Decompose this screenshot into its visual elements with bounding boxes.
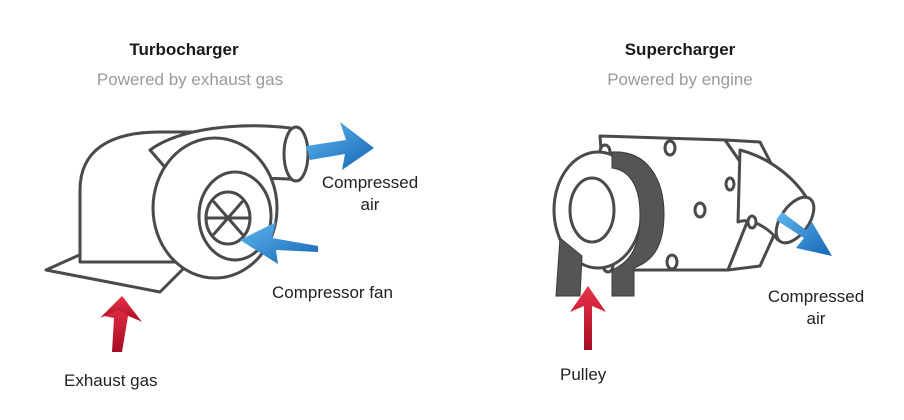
- compressor-fan-arrow: [240, 222, 318, 264]
- super-compressed-air-line2: air: [806, 309, 826, 328]
- pulley-arrow: [570, 286, 606, 350]
- turbo-compressed-air-arrow: [306, 122, 374, 170]
- pulley-label: Pulley: [560, 365, 607, 384]
- super-compressed-air-line1: Compressed: [767, 287, 865, 306]
- supercharger-title: Supercharger: [624, 40, 736, 59]
- super-outlet-rim: [774, 195, 816, 245]
- turbo-compressed-air-line1: Compressed: [321, 173, 419, 192]
- supercharger-subtitle: Powered by engine: [607, 70, 753, 89]
- turbo-compressed-air-line2: air: [360, 195, 380, 214]
- super-compressed-air-arrow: [776, 212, 832, 256]
- exhaust-gas-label: Exhaust gas: [64, 371, 158, 390]
- compressor-fan-label: Compressor fan: [272, 283, 393, 302]
- turbo-outlet-rim: [282, 125, 310, 183]
- turbocharger-subtitle: Powered by exhaust gas: [96, 70, 284, 89]
- turbo-compressed-air-label: Compressed air: [310, 172, 430, 216]
- supercharger-illustration: [552, 134, 816, 274]
- super-compressed-air-label: Compressed air: [756, 286, 876, 330]
- turbocharger-title: Turbocharger: [129, 40, 239, 59]
- turbocharger-illustration: [44, 124, 310, 294]
- pulley-belt: [611, 151, 665, 297]
